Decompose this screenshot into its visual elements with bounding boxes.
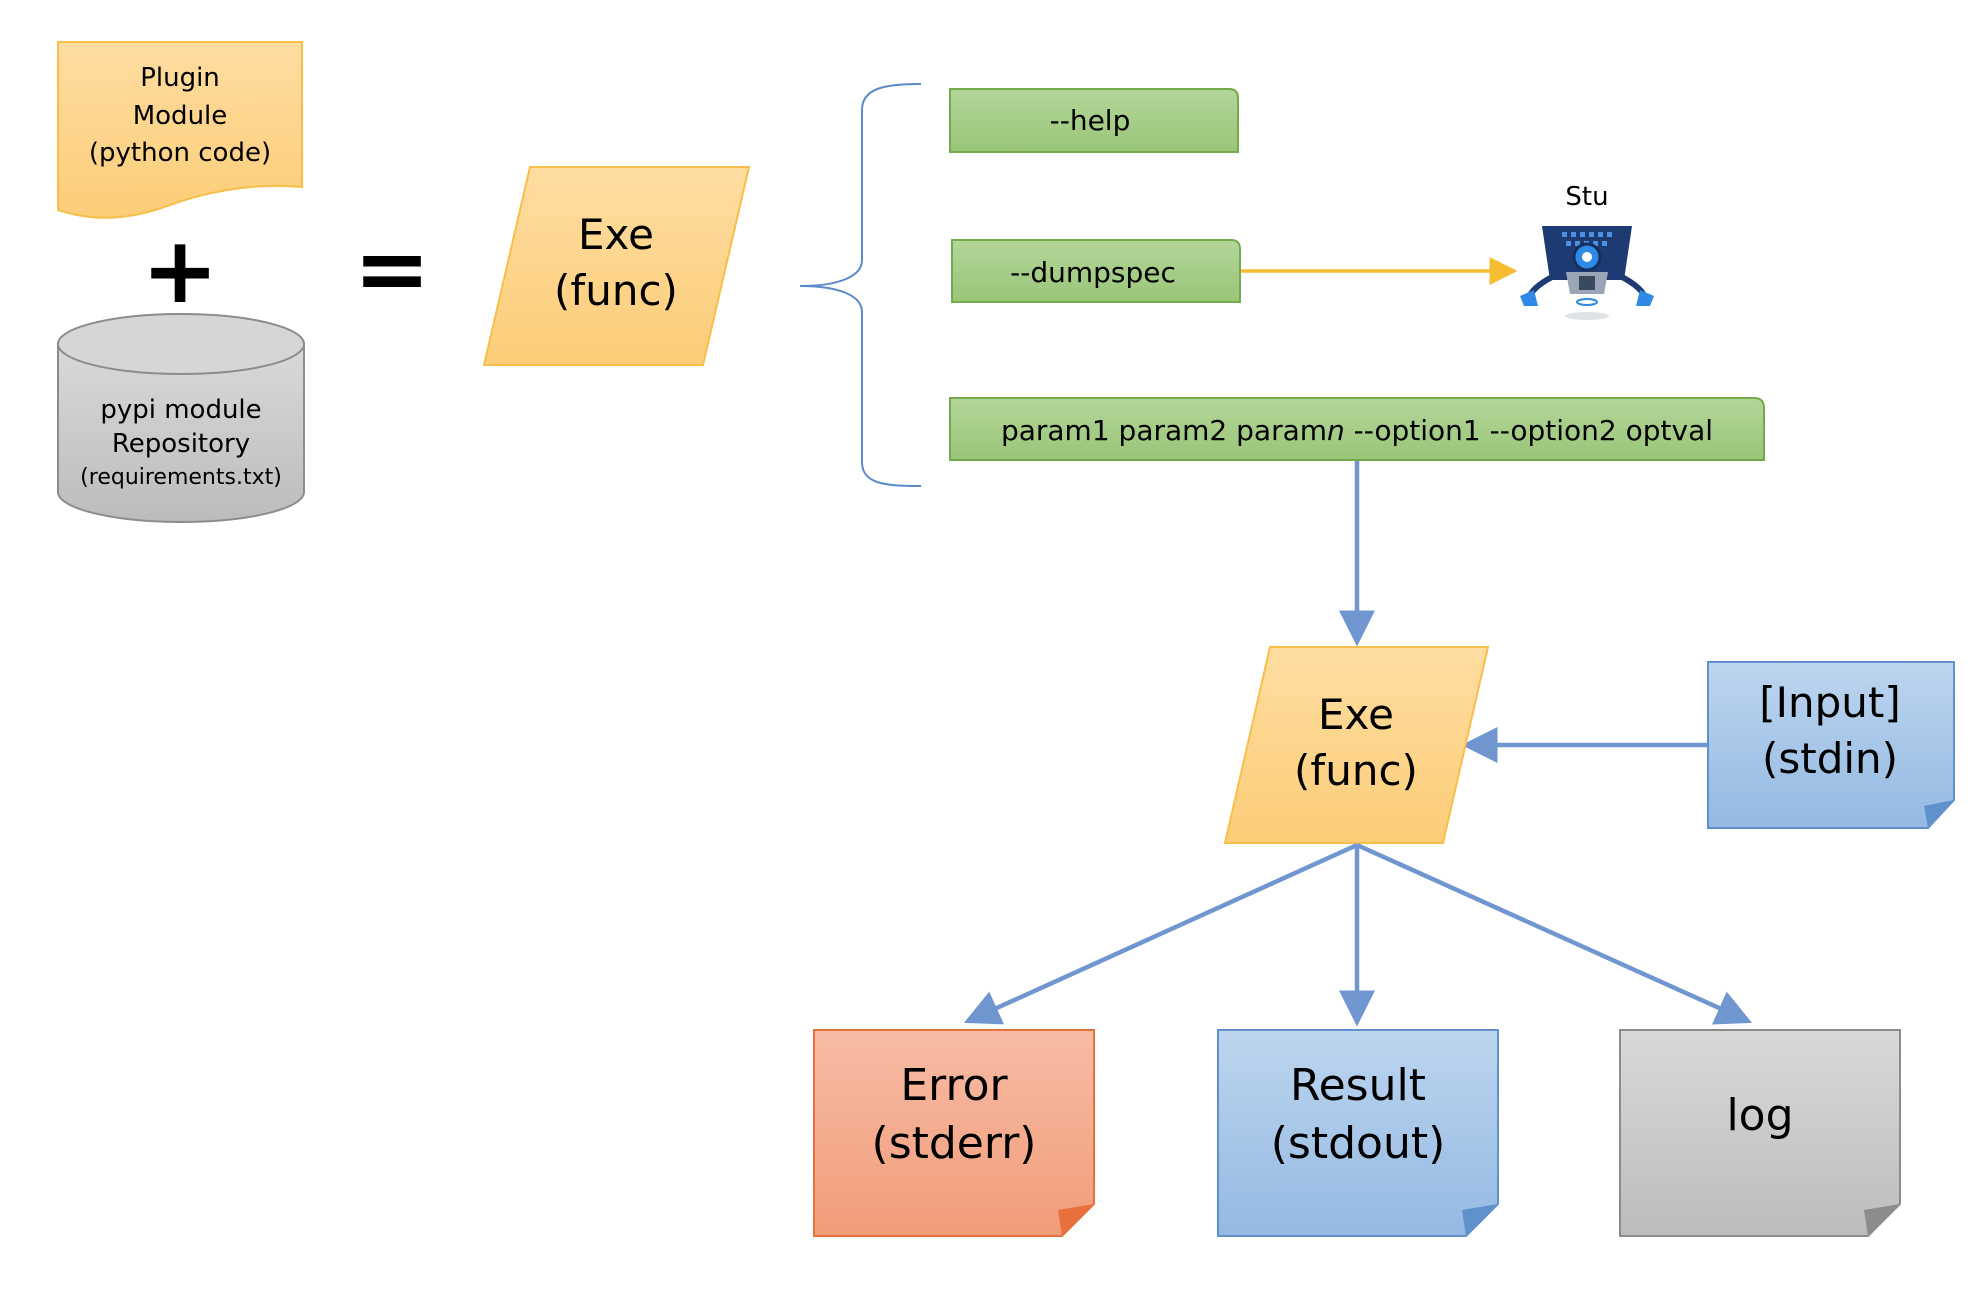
log-note: log — [1619, 1029, 1901, 1237]
dumpspec-option-box: --dumpspec — [951, 239, 1241, 303]
exe-to-error-arrow — [963, 842, 1358, 1025]
options-curly-brace — [799, 83, 922, 487]
exe-func-top-parallelogram: Exe (func) — [482, 166, 751, 366]
error-note-line-2: (stderr) — [872, 1118, 1037, 1169]
equals-sign: = — [353, 215, 430, 322]
plugin-module-note: Plugin Module (python code) — [57, 41, 303, 219]
exe-func-main-parallelogram: Exe (func) — [1223, 646, 1490, 844]
input-note-line-2: (stdin) — [1762, 734, 1898, 783]
repository-line-2: Repository — [112, 429, 250, 459]
help-option-label: --help — [1050, 104, 1131, 137]
exe-main-line-2: (func) — [1294, 746, 1418, 795]
input-stdin-note: [Input] (stdin) — [1707, 661, 1955, 829]
params-italic-n: n — [1327, 414, 1345, 447]
exe-top-line-1: Exe — [578, 210, 654, 259]
error-stderr-note: Error (stderr) — [813, 1029, 1095, 1237]
log-note-line-1: log — [1726, 1090, 1793, 1141]
pypi-repository-cylinder: pypi module Repository (requirements.txt… — [57, 313, 305, 523]
mascot-label: Stu — [1565, 182, 1608, 212]
robot-mascot-icon: Stu — [1520, 182, 1654, 320]
params-suffix: --option1 --option2 optval — [1345, 414, 1713, 447]
repository-line-1: pypi module — [100, 395, 261, 425]
params-prefix: param1 param2 param — [1001, 414, 1327, 447]
dumpspec-option-label: --dumpspec — [1010, 256, 1176, 289]
help-option-box: --help — [949, 88, 1239, 153]
plus-sign: + — [141, 217, 218, 324]
plugin-note-line-2: Module — [133, 101, 228, 131]
error-note-line-1: Error — [900, 1060, 1008, 1111]
params-option-label: param1 param2 paramn --option1 --option2… — [1001, 414, 1713, 447]
plugin-note-line-1: Plugin — [140, 63, 220, 93]
exe-main-line-1: Exe — [1318, 690, 1394, 739]
exe-top-line-2: (func) — [554, 266, 678, 315]
input-note-line-1: [Input] — [1759, 678, 1901, 727]
exe-to-log-arrow — [1356, 842, 1753, 1025]
plugin-note-line-3: (python code) — [89, 138, 271, 168]
repository-line-3: (requirements.txt) — [80, 465, 282, 490]
result-note-line-2: (stdout) — [1271, 1118, 1446, 1169]
params-option-box: param1 param2 paramn --option1 --option2… — [949, 397, 1765, 461]
result-note-line-1: Result — [1290, 1060, 1426, 1111]
result-stdout-note: Result (stdout) — [1217, 1029, 1499, 1237]
